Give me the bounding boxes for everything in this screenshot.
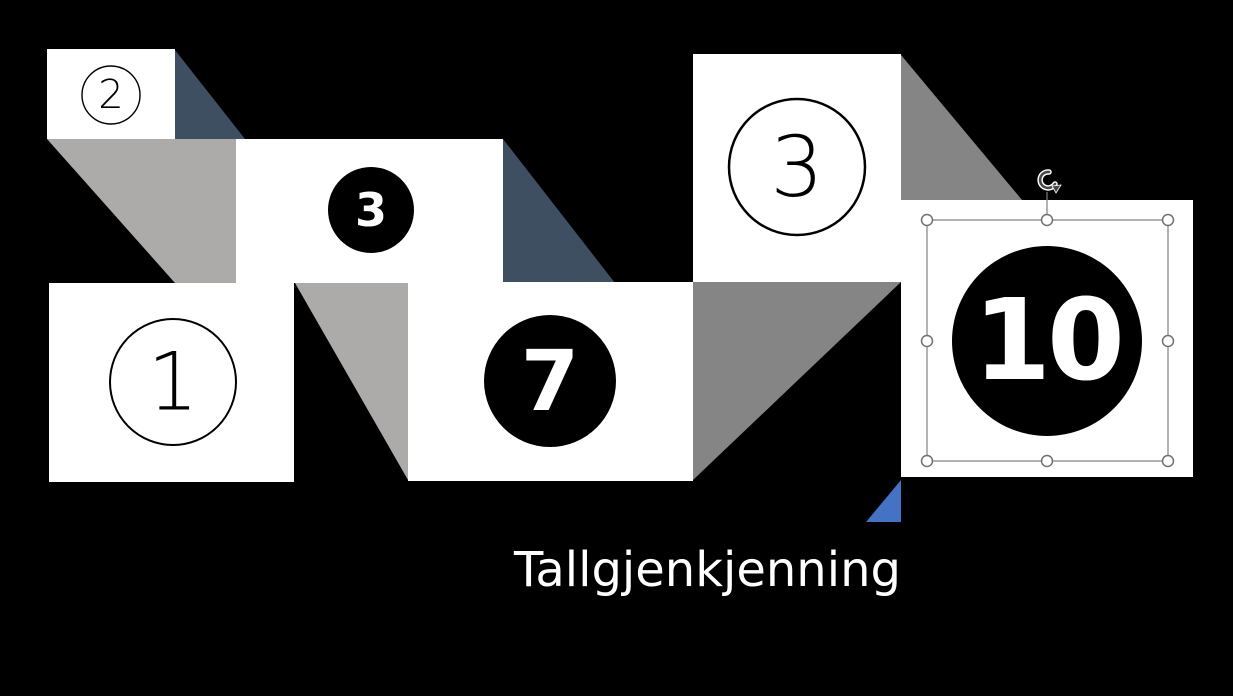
number-tile-3-small[interactable]: 3 <box>236 139 503 283</box>
resize-handle-bottom-center[interactable] <box>1040 454 1054 468</box>
rotate-arrow-head <box>1051 184 1062 194</box>
number-tile-1[interactable]: 1 <box>49 283 294 482</box>
resize-handle-bottom-right[interactable] <box>1161 454 1175 468</box>
resize-handle-top-right[interactable] <box>1161 213 1175 227</box>
shadow-navy-center[interactable] <box>503 139 615 283</box>
shadow-lightgray-left[interactable] <box>47 139 236 283</box>
number-label: 1 <box>148 336 199 429</box>
resize-handle-top-center[interactable] <box>1040 213 1054 227</box>
accent-blue-triangle[interactable] <box>866 480 901 522</box>
slide-title[interactable]: Tallgjenkjenning <box>513 542 901 598</box>
resize-handle-top-left[interactable] <box>920 213 934 227</box>
shadow-gray-right-lower[interactable] <box>693 282 901 480</box>
number-circle-outline <box>727 97 867 237</box>
number-tile-3-large[interactable]: 3 <box>693 54 901 282</box>
number-label: 3 <box>770 118 823 216</box>
shadow-gray-right-upper[interactable] <box>901 55 1022 200</box>
number-tile-2[interactable]: 2 <box>47 49 175 139</box>
resize-handle-middle-left[interactable] <box>920 334 934 348</box>
number-circle-outline <box>81 65 141 125</box>
rotate-handle-icon[interactable] <box>1037 169 1062 194</box>
number-circle-outline <box>109 318 237 446</box>
resize-handle-middle-right[interactable] <box>1161 334 1175 348</box>
number-label: 3 <box>355 183 387 237</box>
number-label: 7 <box>521 332 579 430</box>
number-tile-7[interactable]: 7 <box>408 282 693 481</box>
number-circle-filled <box>328 167 414 253</box>
number-tile-10[interactable]: 10 <box>901 200 1193 477</box>
tile-background <box>49 283 294 482</box>
selection-frame[interactable] <box>920 169 1175 468</box>
number-label: 10 <box>973 276 1121 406</box>
number-circle-filled <box>484 315 616 447</box>
decorative-shadows <box>47 50 1022 522</box>
number-circle-filled <box>952 246 1142 436</box>
rotate-arrow-arc-inner <box>1038 170 1057 190</box>
shadow-lightgray-center[interactable] <box>295 283 408 480</box>
shadow-navy-top-left[interactable] <box>175 50 245 139</box>
resize-handle-bottom-left[interactable] <box>920 454 934 468</box>
tile-background <box>693 54 901 282</box>
number-label: 2 <box>98 72 123 118</box>
